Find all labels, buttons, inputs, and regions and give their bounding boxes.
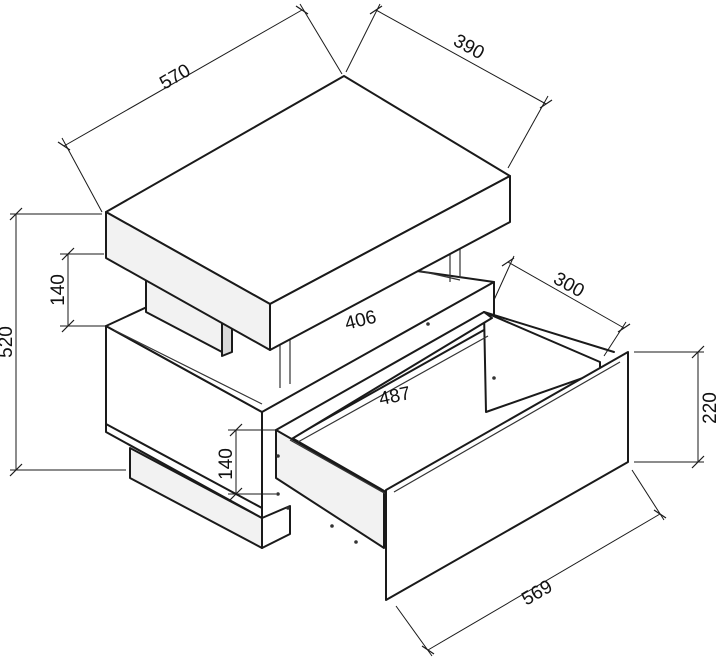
dim-line-top-depth: [375, 9, 547, 105]
ext-line: [345, 3, 381, 73]
screw-dot: [492, 376, 496, 380]
dim-tick: [229, 423, 243, 437]
label-riser-height: 140: [48, 274, 69, 306]
label-overall-height: 520: [0, 326, 17, 358]
ext-line: [61, 137, 103, 213]
label-drawer-front-width: 569: [518, 576, 556, 610]
ext-line: [395, 605, 433, 657]
ext-line: [493, 255, 515, 301]
drawer-left-top-edge: [289, 439, 387, 495]
drawer: [275, 311, 629, 601]
dim-tick: [539, 99, 553, 109]
dim-tick: [617, 323, 631, 333]
dim-tick: [691, 455, 705, 469]
dim-tick: [369, 5, 383, 15]
dim-tick: [57, 141, 71, 151]
dim-line-drawer-depth: [507, 261, 625, 329]
dim-line-drawer-front-width: [427, 513, 661, 651]
riser-shelf-edge: [415, 269, 461, 281]
label-drawer-depth: 300: [550, 268, 588, 302]
plinth-side: [261, 505, 291, 549]
screw-dot: [276, 492, 280, 496]
label-drawer-inner-height: 140: [216, 448, 237, 480]
dim-tick: [9, 463, 23, 477]
drawer-front-panel: [385, 351, 629, 601]
cabinet-top-inner-line: [113, 329, 263, 405]
dim-tick: [229, 487, 243, 501]
dim-line-top-length: [63, 9, 303, 147]
drawer-floor-edge: [297, 335, 489, 443]
drawer-front-top-edge: [393, 361, 621, 493]
top-slab-right-face: [269, 175, 511, 351]
dim-tick: [501, 257, 515, 267]
screw-dot: [354, 540, 358, 544]
dim-tick: [421, 645, 435, 655]
drawer-left-side-face: [275, 429, 385, 549]
label-top-depth: 390: [450, 30, 488, 64]
dim-tick: [691, 345, 705, 359]
ext-line: [603, 321, 627, 357]
ext-line: [631, 469, 665, 521]
dim-tick: [9, 207, 23, 221]
screw-dot: [276, 454, 280, 458]
ext-line: [299, 3, 343, 75]
screw-dot: [286, 506, 290, 510]
dim-tick: [653, 509, 667, 519]
dim-tick: [295, 5, 309, 15]
ext-line: [507, 95, 549, 169]
label-top-length: 570: [156, 60, 194, 94]
dim-tick: [61, 247, 75, 261]
dimension-lines: [9, 3, 705, 657]
label-drawer-front-height: 220: [700, 392, 720, 424]
drawer-back-top: [483, 311, 615, 353]
screw-dot: [426, 322, 430, 326]
screw-dot: [330, 524, 334, 528]
dim-tick: [61, 319, 75, 333]
top-slab: [105, 75, 511, 351]
